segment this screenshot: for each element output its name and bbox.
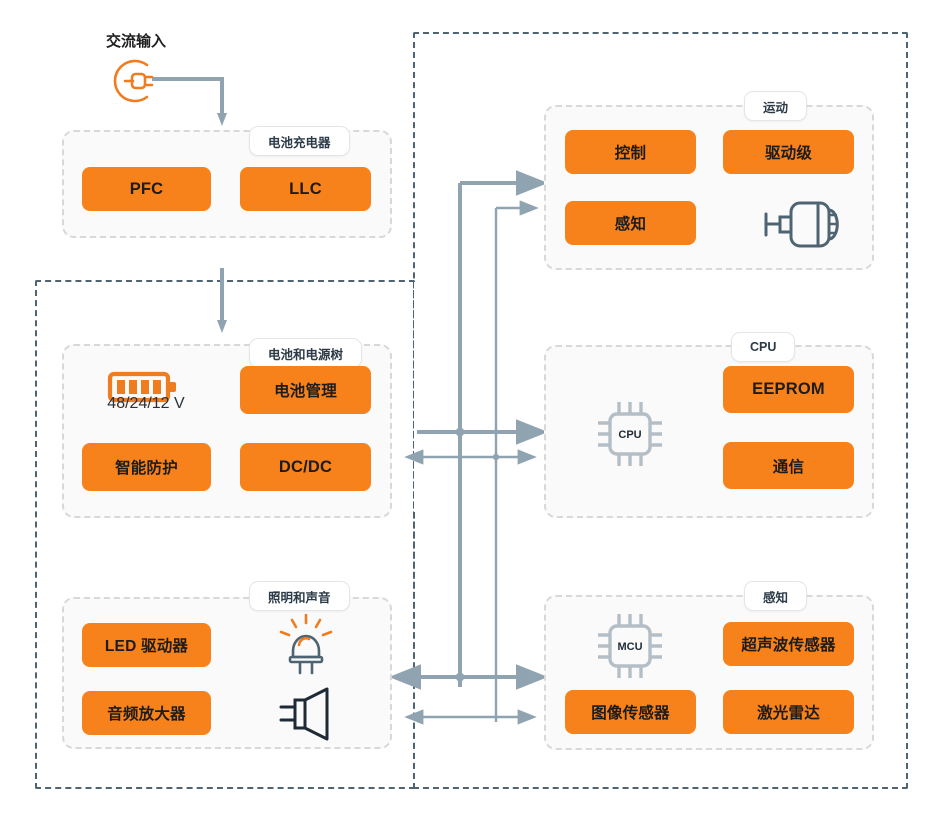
block-lidar[interactable]: 激光雷达 bbox=[723, 690, 854, 734]
block-eeprom[interactable]: EEPROM bbox=[723, 366, 854, 413]
speaker-icon bbox=[277, 687, 339, 741]
mcu-chip-caption: MCU bbox=[617, 641, 642, 653]
block-drive-stage[interactable]: 驱动级 bbox=[723, 130, 854, 174]
block-audio-amplifier[interactable]: 音频放大器 bbox=[82, 691, 211, 735]
cpu-chip-caption: CPU bbox=[618, 429, 641, 441]
zone-left-domain bbox=[35, 280, 415, 789]
block-dc-dc[interactable]: DC/DC bbox=[240, 443, 371, 491]
card-title-motion: 运动 bbox=[744, 91, 808, 121]
card-title-cpu: CPU bbox=[731, 332, 796, 362]
block-ultrasonic-sensor[interactable]: 超声波传感器 bbox=[723, 622, 854, 666]
zone-join-mask-a bbox=[414, 282, 420, 512]
block-smart-protection[interactable]: 智能防护 bbox=[82, 443, 211, 491]
ac-input-label: 交流输入 bbox=[106, 33, 167, 50]
mcu-chip-icon: MCU bbox=[588, 604, 672, 688]
block-pfc[interactable]: PFC bbox=[82, 167, 211, 211]
block-llc[interactable]: LLC bbox=[240, 167, 371, 211]
block-communication[interactable]: 通信 bbox=[723, 442, 854, 489]
cpu-chip-icon: CPU bbox=[588, 392, 672, 476]
motor-icon bbox=[758, 197, 844, 253]
block-battery-management[interactable]: 电池管理 bbox=[240, 366, 371, 414]
battery-voltage-caption: 48/24/12 V bbox=[107, 395, 185, 412]
card-title-sensing: 感知 bbox=[744, 581, 808, 611]
block-sensing[interactable]: 感知 bbox=[565, 201, 696, 245]
block-control[interactable]: 控制 bbox=[565, 130, 696, 174]
block-image-sensor[interactable]: 图像传感器 bbox=[565, 690, 696, 734]
ac-plug-icon bbox=[112, 57, 170, 105]
card-title-battery-power-tree: 电池和电源树 bbox=[249, 338, 363, 368]
card-title-battery-charger: 电池充电器 bbox=[249, 126, 350, 156]
led-lamp-icon bbox=[275, 613, 337, 675]
card-title-lighting-and-sound: 照明和声音 bbox=[249, 581, 350, 611]
block-led-driver[interactable]: LED 驱动器 bbox=[82, 623, 211, 667]
battery-icon bbox=[106, 369, 186, 405]
